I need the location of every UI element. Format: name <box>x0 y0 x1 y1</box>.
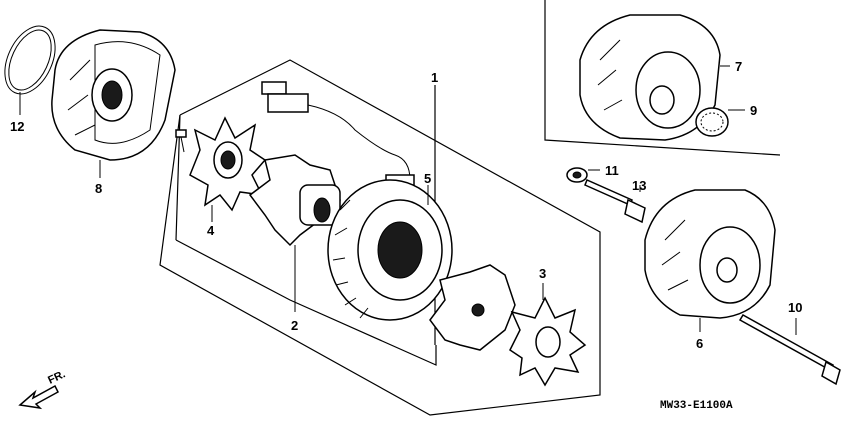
through-bolt <box>738 313 841 386</box>
washer <box>566 167 588 183</box>
label-part-6: 6 <box>696 336 703 351</box>
leader-lines <box>588 65 797 335</box>
stator <box>261 81 453 321</box>
label-part-9: 9 <box>750 103 757 118</box>
label-part-2: 2 <box>291 318 298 333</box>
cap <box>695 107 729 137</box>
front-indicator: FR. <box>46 368 67 386</box>
rotor-left <box>248 154 341 312</box>
front-cover <box>644 189 776 319</box>
rotor-right <box>429 264 516 351</box>
label-part-8: 8 <box>95 181 102 196</box>
label-part-5: 5 <box>424 171 431 186</box>
label-part-13: 13 <box>632 178 646 193</box>
label-part-10: 10 <box>788 300 802 315</box>
label-part-11: 11 <box>605 163 619 178</box>
rear-cover <box>51 29 176 178</box>
fan-right <box>509 283 587 387</box>
fan-left <box>189 116 267 222</box>
label-part-1: 1 <box>431 70 438 85</box>
front-arrow-icon <box>18 384 59 410</box>
label-part-4: 4 <box>207 223 215 238</box>
o-ring <box>4 25 56 115</box>
inset-frame <box>544 0 781 156</box>
front-cover-inset <box>579 14 721 141</box>
small-bolt <box>175 129 187 153</box>
label-part-3: 3 <box>539 266 546 281</box>
bolt-13 <box>584 178 646 224</box>
diagram-code: MW33-E1100A <box>660 400 733 412</box>
label-part-7: 7 <box>735 59 742 74</box>
label-part-12: 12 <box>10 119 24 134</box>
